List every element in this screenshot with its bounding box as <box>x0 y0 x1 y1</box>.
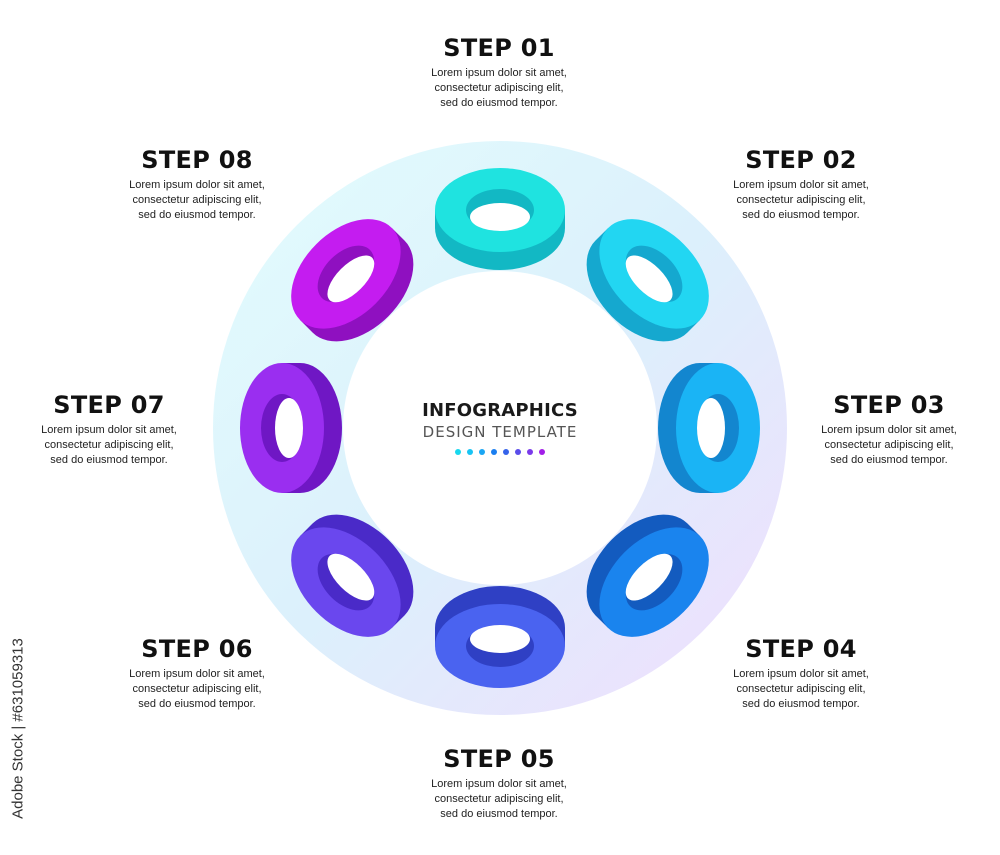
donut-hole-light <box>275 398 303 458</box>
step-description-line: Lorem ipsum dolor sit amet, <box>129 179 265 191</box>
step-description-line: Lorem ipsum dolor sit amet, <box>129 668 265 680</box>
step-02-caption: STEP 02 Lorem ipsum dolor sit amet, cons… <box>691 146 911 223</box>
donut-step-03 <box>658 363 760 493</box>
donut-step-07 <box>240 363 342 493</box>
step-description-line: consectetur adipiscing elit, <box>434 793 564 805</box>
step-description: Lorem ipsum dolor sit amet, consectetur … <box>87 178 307 223</box>
step-title: STEP 01 <box>443 34 555 62</box>
stock-credit-text: Adobe Stock | #631059313 <box>9 638 27 819</box>
donut-step-01 <box>435 168 565 270</box>
step-description: Lorem ipsum dolor sit amet, consectetur … <box>389 66 609 111</box>
step-description: Lorem ipsum dolor sit amet, consectetur … <box>691 667 911 712</box>
step-description-line: consectetur adipiscing elit, <box>736 194 866 206</box>
step-description-line: Lorem ipsum dolor sit amet, <box>821 424 957 436</box>
step-description-line: sed do eiusmod tempor. <box>742 209 860 221</box>
step-description: Lorem ipsum dolor sit amet, consectetur … <box>779 423 999 468</box>
step-title: STEP 08 <box>141 146 253 174</box>
step-description-line: Lorem ipsum dolor sit amet, <box>41 424 177 436</box>
step-description-line: Lorem ipsum dolor sit amet, <box>733 668 869 680</box>
step-description-line: consectetur adipiscing elit, <box>824 439 954 451</box>
step-04-caption: STEP 04 Lorem ipsum dolor sit amet, cons… <box>691 635 911 712</box>
step-05-caption: STEP 05 Lorem ipsum dolor sit amet, cons… <box>389 745 609 822</box>
donut-step-05 <box>435 586 565 688</box>
step-07-caption: STEP 07 Lorem ipsum dolor sit amet, cons… <box>0 391 219 468</box>
step-description-line: sed do eiusmod tempor. <box>440 97 558 109</box>
center-dot <box>527 449 533 455</box>
step-description-line: sed do eiusmod tempor. <box>50 454 168 466</box>
step-description: Lorem ipsum dolor sit amet, consectetur … <box>0 423 219 468</box>
donut-hole-light <box>697 398 725 458</box>
donut-step-04 <box>586 514 709 637</box>
center-dot <box>503 449 509 455</box>
step-title: STEP 03 <box>833 391 945 419</box>
step-title: STEP 02 <box>745 146 857 174</box>
donut-hole-light <box>327 553 375 601</box>
step-06-caption: STEP 06 Lorem ipsum dolor sit amet, cons… <box>87 635 307 712</box>
center-subheading: DESIGN TEMPLATE <box>422 423 578 441</box>
donut-step-02 <box>586 219 709 342</box>
center-heading: INFOGRAPHICS <box>422 400 578 421</box>
step-03-caption: STEP 03 Lorem ipsum dolor sit amet, cons… <box>779 391 999 468</box>
center-dots <box>400 449 600 455</box>
step-description-line: consectetur adipiscing elit, <box>736 683 866 695</box>
donut-hole-light <box>470 625 530 653</box>
center-dot <box>467 449 473 455</box>
center-title: INFOGRAPHICS DESIGN TEMPLATE <box>400 400 600 455</box>
donut-step-08 <box>291 219 414 342</box>
stock-credit: Adobe Stock | #631059313 <box>6 620 28 840</box>
step-description-line: consectetur adipiscing elit, <box>132 683 262 695</box>
center-dot <box>515 449 521 455</box>
step-title: STEP 04 <box>745 635 857 663</box>
step-title: STEP 06 <box>141 635 253 663</box>
donut-hole-light <box>327 255 375 303</box>
center-dot <box>479 449 485 455</box>
step-description: Lorem ipsum dolor sit amet, consectetur … <box>691 178 911 223</box>
step-description-line: Lorem ipsum dolor sit amet, <box>431 67 567 79</box>
step-description: Lorem ipsum dolor sit amet, consectetur … <box>87 667 307 712</box>
donut-hole-light <box>625 255 673 303</box>
donut-hole-light <box>470 203 530 231</box>
step-description-line: sed do eiusmod tempor. <box>138 698 256 710</box>
step-01-caption: STEP 01 Lorem ipsum dolor sit amet, cons… <box>389 34 609 111</box>
step-description-line: consectetur adipiscing elit, <box>44 439 174 451</box>
ring-center <box>380 308 620 548</box>
step-description-line: Lorem ipsum dolor sit amet, <box>431 778 567 790</box>
step-title: STEP 05 <box>443 745 555 773</box>
step-description-line: sed do eiusmod tempor. <box>440 808 558 820</box>
step-description-line: consectetur adipiscing elit, <box>434 82 564 94</box>
center-dot <box>455 449 461 455</box>
donut-step-06 <box>291 514 414 637</box>
step-description-line: sed do eiusmod tempor. <box>830 454 948 466</box>
step-description-line: consectetur adipiscing elit, <box>132 194 262 206</box>
center-dot <box>539 449 545 455</box>
step-title: STEP 07 <box>53 391 165 419</box>
step-description-line: sed do eiusmod tempor. <box>742 698 860 710</box>
step-description-line: Lorem ipsum dolor sit amet, <box>733 179 869 191</box>
step-description: Lorem ipsum dolor sit amet, consectetur … <box>389 777 609 822</box>
center-dot <box>491 449 497 455</box>
donut-hole-light <box>625 553 673 601</box>
step-description-line: sed do eiusmod tempor. <box>138 209 256 221</box>
step-08-caption: STEP 08 Lorem ipsum dolor sit amet, cons… <box>87 146 307 223</box>
